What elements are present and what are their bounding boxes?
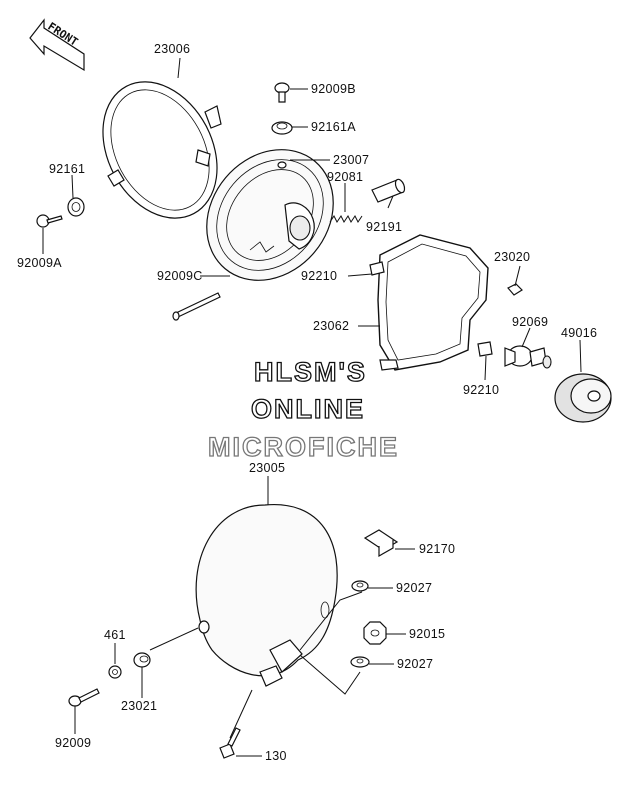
washer-92027-upper[interactable] (351, 580, 369, 592)
callout-23020: 23020 (494, 250, 530, 264)
bulb-92069[interactable] (504, 345, 552, 369)
watermark-line2: ONLINE (251, 394, 365, 424)
callout-92009: 92009 (55, 736, 91, 750)
callout-23007: 23007 (333, 153, 369, 167)
callout-92170: 92170 (419, 542, 455, 556)
callout-92081: 92081 (327, 170, 363, 184)
callout-23021: 23021 (121, 699, 157, 713)
watermark-line1: HLSM'S (254, 357, 367, 387)
callout-92161A: 92161A (311, 120, 356, 134)
callout-49016: 49016 (561, 326, 597, 340)
callout-461: 461 (104, 628, 126, 642)
nut-92015[interactable] (363, 621, 387, 645)
callout-23005: 23005 (249, 461, 285, 475)
callout-23062: 23062 (313, 319, 349, 333)
bolt-92009C[interactable] (172, 292, 221, 321)
collar-92191[interactable] (371, 178, 406, 203)
callout-92009B: 92009B (311, 82, 356, 96)
headlight-rim[interactable] (80, 62, 239, 238)
leader-lines (42, 57, 582, 757)
front-arrow-icon: FRONT (29, 18, 85, 72)
callout-92191: 92191 (366, 220, 402, 234)
grommet-92161[interactable] (67, 197, 85, 217)
callout-92009A: 92009A (17, 256, 62, 270)
grommet-92161A[interactable] (271, 121, 293, 135)
bolt-130[interactable] (219, 727, 241, 759)
callout-92015: 92015 (409, 627, 445, 641)
headlight-housing[interactable] (195, 504, 338, 687)
washer-92027-lower[interactable] (350, 656, 370, 668)
callout-92210-lower: 92210 (463, 383, 499, 397)
nut-461[interactable] (108, 665, 122, 679)
screw-92009[interactable] (68, 688, 100, 707)
headlight-bracket[interactable] (369, 234, 493, 371)
collar-23021[interactable] (133, 652, 151, 668)
callout-92027-upper: 92027 (396, 581, 432, 595)
callout-92027-lower: 92027 (397, 657, 433, 671)
screw-92009B[interactable] (274, 82, 290, 103)
callout-23006: 23006 (154, 42, 190, 56)
headlight-unit[interactable] (181, 124, 360, 306)
screw-92009A[interactable] (36, 214, 63, 228)
clip-92170[interactable] (363, 529, 399, 558)
boot-49016[interactable] (554, 373, 612, 423)
callout-130: 130 (265, 749, 287, 763)
socket-23020[interactable] (507, 283, 523, 296)
callout-labels: 23006 92009B 92161A 23007 92161 92081 92… (17, 42, 597, 763)
callout-92009C: 92009C (157, 269, 203, 283)
callout-92161: 92161 (49, 162, 85, 176)
callout-92210-upper: 92210 (301, 269, 337, 283)
callout-92069: 92069 (512, 315, 548, 329)
watermark: HLSM'S ONLINE MICROFICHE (207, 356, 399, 462)
watermark-line3: MICROFICHE (208, 432, 399, 462)
spring-92081[interactable] (329, 215, 363, 223)
